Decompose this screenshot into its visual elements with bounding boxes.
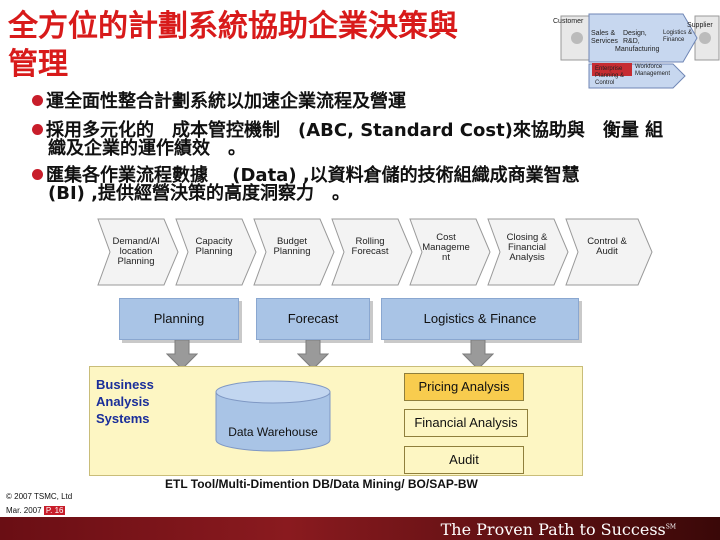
database-icon [215, 380, 331, 452]
logistics-label: Logistics & Finance [663, 30, 693, 43]
down-arrow-icon [166, 340, 198, 370]
enterprise-label: Enterprise Planning & Control [595, 66, 625, 86]
step-label: Control & Audit [587, 236, 627, 257]
sales-label: Sales & Services [591, 30, 618, 45]
step-closing-financial: Closing & Financial Analysis [486, 215, 570, 289]
bullet-3-cont: (BI) ,提供經營決策的高度洞察力 。 [48, 183, 350, 204]
workforce-label: Workforce Management [635, 64, 671, 77]
service-mark: SM [665, 523, 676, 531]
bullet-2-cont: 織及企業的運作績效 。 [48, 138, 246, 159]
copyright: © 2007 TSMC, Ltd [6, 492, 73, 501]
forecast-box: Forecast [256, 298, 370, 340]
bullet-dot-icon [32, 169, 43, 180]
tagline-text: The Proven Path to Success [440, 520, 666, 539]
bullet-text: 運全面性整合計劃系統以加速企業流程及營運 [46, 91, 406, 112]
date-text: Mar. 2007 [6, 506, 42, 515]
business-analysis-systems: Business Analysis Systems [96, 377, 154, 426]
down-arrow-icon [297, 340, 329, 370]
step-label: Budget Planning [273, 236, 311, 257]
step-label: Rolling Forecast [351, 236, 389, 257]
step-rolling-forecast: Rolling Forecast [330, 215, 414, 289]
page-title-line2: 管理 [8, 47, 68, 82]
date-label: Mar. 2007 P. 16 [6, 506, 66, 515]
customer-label: Customer [553, 18, 584, 25]
bullet-1: 運全面性整合計劃系統以加速企業流程及營運 [32, 92, 406, 112]
page-title-line1: 全方位的計劃系統協助企業決策與 [8, 9, 458, 44]
bullet-dot-icon [32, 95, 43, 106]
footer-bar [0, 517, 720, 540]
value-chain-diagram: Customer Supplier Sales & Services Desig… [553, 2, 720, 92]
etl-label: ETL Tool/Multi-Dimention DB/Data Mining/… [165, 477, 478, 491]
bullet-2: 採用多元化的 成本管控機制 (ABC, Standard Cost)來協助與 衡… [32, 121, 663, 141]
value-chain-graphic [560, 13, 720, 89]
step-label: Capacity Planning [195, 236, 233, 257]
manufacturing-label: Manufacturing [615, 46, 660, 53]
step-capacity-planning: Capacity Planning [174, 215, 258, 289]
step-budget-planning: Budget Planning [252, 215, 336, 289]
bullet-dot-icon [32, 124, 43, 135]
bullet-text: 匯集各作業流程數據 (Data) ,以資料倉儲的技術組織成商業智慧 [46, 165, 580, 186]
financial-analysis-box: Financial Analysis [404, 409, 528, 437]
bullet-text: 採用多元化的 成本管控機制 (ABC, Standard Cost)來協助與 衡… [46, 120, 664, 141]
step-cost-management: Cost Manageme nt [408, 215, 492, 289]
step-label: Closing & Financial Analysis [506, 232, 548, 263]
pricing-analysis-box: Pricing Analysis [404, 373, 524, 401]
down-arrow-icon [462, 340, 494, 370]
page-title: 全方位的計劃系統協助企業決策與 管理 [8, 8, 458, 84]
tagline: The Proven Path to SuccessSM [441, 520, 676, 539]
logistics-finance-box: Logistics & Finance [381, 298, 579, 340]
audit-box: Audit [404, 446, 524, 474]
bullet-3: 匯集各作業流程數據 (Data) ,以資料倉儲的技術組織成商業智慧 [32, 166, 580, 186]
supplier-label: Supplier [687, 22, 713, 29]
design-label: Design, R&D, [623, 30, 647, 45]
data-warehouse-label: Data Warehouse [228, 425, 318, 439]
planning-box: Planning [119, 298, 239, 340]
page-number: P. 16 [43, 506, 66, 515]
step-label: Demand/Al location Planning [112, 236, 160, 267]
step-control-audit: Control & Audit [564, 215, 654, 289]
step-demand-allocation: Demand/Al location Planning [96, 215, 180, 289]
step-label: Cost Manageme nt [422, 232, 470, 263]
